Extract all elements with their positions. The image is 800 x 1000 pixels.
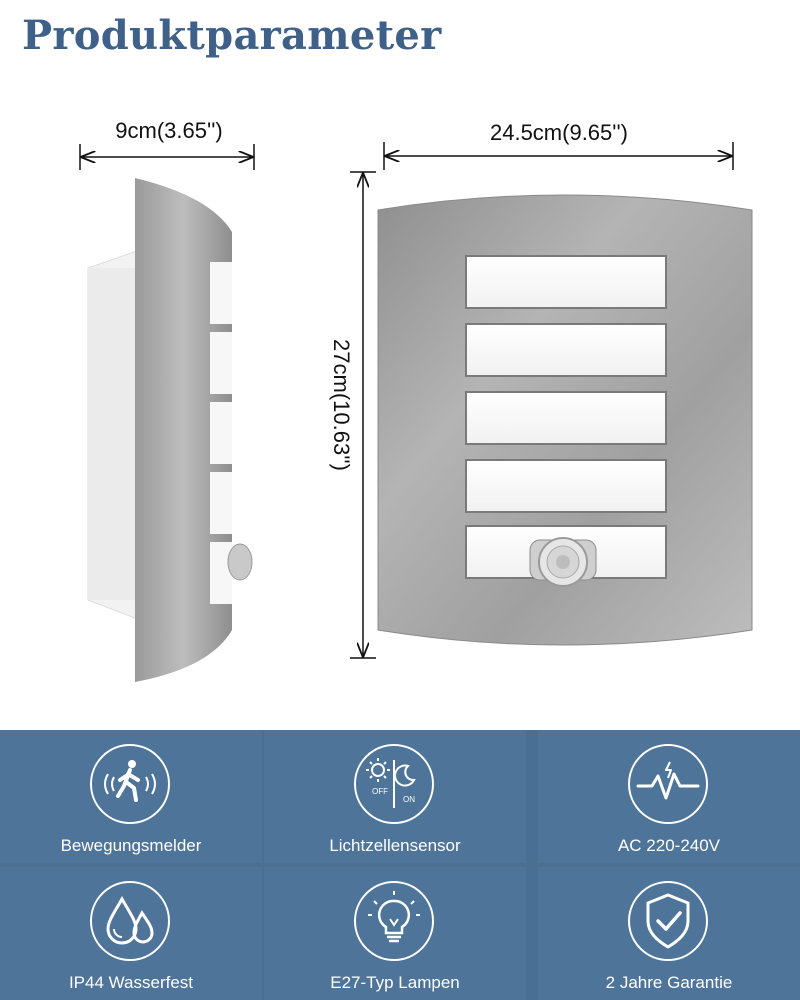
- feature-label: AC 220-240V: [617, 836, 721, 855]
- voltage-icon: [628, 744, 708, 824]
- feature-voltage: AC 220-240V: [538, 730, 800, 863]
- feature-motion-sensor: Bewegungsmelder: [0, 730, 262, 863]
- lamp-side-view: [87, 178, 253, 682]
- on-text: ON: [403, 795, 415, 804]
- front-width-label: 24.5cm(9.65''): [489, 120, 628, 145]
- page-title: Produktparameter: [22, 12, 442, 59]
- lamp-front-view: [377, 194, 753, 646]
- feature-e27-lamp: E27-Typ Lampen: [264, 867, 526, 1000]
- shield-check-icon: [628, 881, 708, 961]
- side-width-dimension-line: [79, 144, 255, 170]
- feature-label: Bewegungsmelder: [60, 836, 202, 855]
- feature-label: E27-Typ Lampen: [330, 973, 460, 992]
- feature-label: Lichtzellensensor: [329, 836, 461, 855]
- height-dimension-line: [350, 171, 376, 659]
- water-drops-icon: [90, 881, 170, 961]
- light-sensor-icon: OFF ON: [354, 744, 434, 824]
- side-width-label: 9cm(3.65''): [115, 118, 223, 143]
- feature-label: IP44 Wasserfest: [68, 973, 194, 992]
- feature-warranty: 2 Jahre Garantie: [538, 867, 800, 1000]
- feature-waterproof: IP44 Wasserfest: [0, 867, 262, 1000]
- front-width-dimension-line: [383, 142, 734, 170]
- features-panel: Bewegungsmelder OFF ON Lichtzellensensor: [0, 730, 800, 1000]
- product-drawing: [79, 142, 753, 682]
- off-text: OFF: [372, 787, 388, 796]
- motion-sensor-icon: [90, 744, 170, 824]
- feature-light-sensor: OFF ON Lichtzellensensor: [264, 730, 526, 863]
- bulb-icon: [354, 881, 434, 961]
- feature-label: 2 Jahre Garantie: [605, 973, 733, 992]
